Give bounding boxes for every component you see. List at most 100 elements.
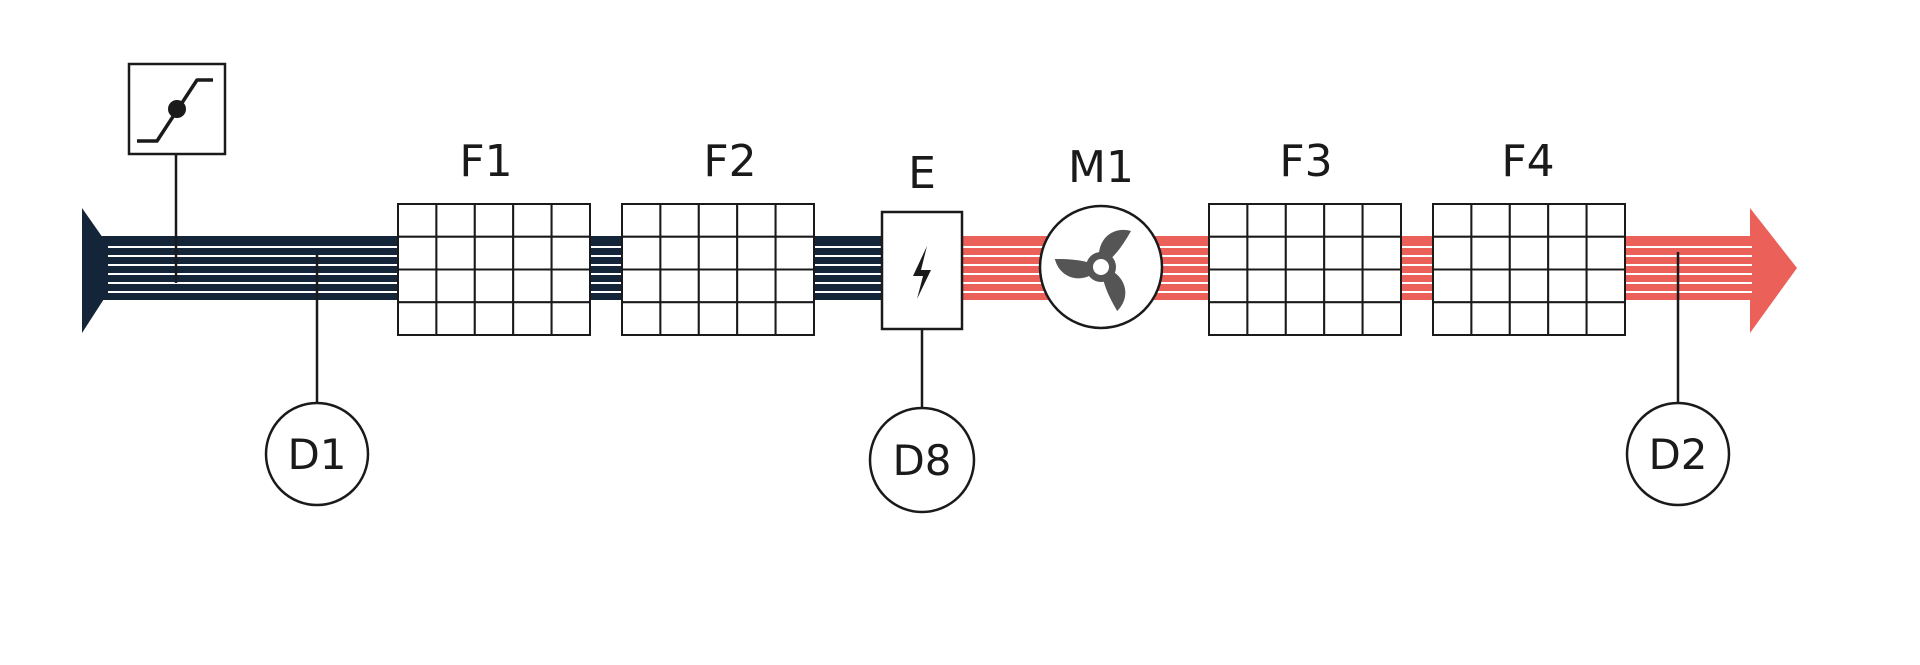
heater-e-box <box>880 210 964 331</box>
sensor-d1-circle <box>264 401 370 507</box>
filter-grid-cell <box>1432 203 1473 238</box>
filter-grid-cell <box>512 301 553 336</box>
filter-grid-cell <box>697 268 739 304</box>
filter-grid-cell <box>736 301 777 336</box>
filter-grid-cell <box>473 203 515 238</box>
sensor-d8-label: D8 <box>892 436 951 485</box>
filter-grid-cell <box>659 301 700 336</box>
filter-grid-cell <box>397 203 438 238</box>
filter-grid-cell <box>1508 268 1550 304</box>
filter-grid-cell <box>1585 268 1626 304</box>
filter-grid-cell <box>550 203 591 238</box>
filter-grid-cell <box>1323 235 1364 271</box>
filter-f1: F1 <box>397 136 591 336</box>
sensor-d8-circle <box>868 406 976 514</box>
filter-grid-cell <box>1547 203 1588 238</box>
filter-f1-label: F1 <box>459 136 512 187</box>
filter-grid-cell <box>435 203 476 238</box>
filter-grid-cell <box>1284 203 1326 238</box>
lightning-icon <box>913 246 931 299</box>
filter-grid-cell <box>1547 268 1588 304</box>
fan-m1: M1 <box>1038 142 1164 330</box>
filter-f2-grid <box>621 203 815 336</box>
sensor-d2: D2 <box>1625 252 1731 507</box>
filter-grid-cell <box>774 203 815 238</box>
filter-grid-cell <box>621 268 662 304</box>
damper-actuator <box>127 62 227 283</box>
filter-grid-cell <box>397 268 438 304</box>
sensor-d2-label: D2 <box>1648 430 1707 479</box>
sensor-d8: D8 <box>868 406 976 514</box>
filter-grid-cell <box>1470 301 1511 336</box>
fan-m1-label: M1 <box>1068 142 1134 193</box>
filter-grid-cell <box>1585 301 1626 336</box>
filter-grid-cell <box>1547 235 1588 271</box>
filter-grid-cell <box>1361 268 1402 304</box>
filter-grid-cell <box>736 268 777 304</box>
filter-grid-cell <box>621 235 662 271</box>
heater-e-label: E <box>908 148 936 199</box>
filter-grid-cell <box>1208 203 1249 238</box>
filter-grid-cell <box>1284 301 1326 336</box>
filter-grid-cell <box>435 268 476 304</box>
filter-grid-cell <box>1470 235 1511 271</box>
filter-grid-cell <box>1246 203 1287 238</box>
filter-grid-cell <box>1361 235 1402 271</box>
filter-f4: F4 <box>1432 136 1626 336</box>
filter-grid-cell <box>1246 301 1287 336</box>
filter-grid-cell <box>1246 235 1287 271</box>
filter-grid-cell <box>1432 235 1473 271</box>
filter-grid-cell <box>697 235 739 271</box>
sensor-d1-label: D1 <box>287 430 346 479</box>
filter-grid-cell <box>435 301 476 336</box>
filter-grid-cell <box>550 301 591 336</box>
filter-grid-cell <box>1361 203 1402 238</box>
filter-grid-cell <box>1547 301 1588 336</box>
filter-grid-cell <box>473 235 515 271</box>
filter-grid-cell <box>1508 235 1550 271</box>
filter-grid-cell <box>659 203 700 238</box>
filter-grid-cell <box>1323 268 1364 304</box>
filter-grid-cell <box>774 268 815 304</box>
filter-grid-cell <box>1508 203 1550 238</box>
filter-grid-cell <box>1470 268 1511 304</box>
filter-grid-cell <box>621 301 662 336</box>
filter-f3-grid <box>1208 203 1402 336</box>
fan-icon <box>1054 229 1131 311</box>
filter-grid-cell <box>774 235 815 271</box>
filter-grid-cell <box>550 235 591 271</box>
filter-grid-cell <box>1585 235 1626 271</box>
filter-grid-cell <box>1208 301 1249 336</box>
filter-grid-cell <box>473 301 515 336</box>
filter-grid-cell <box>1284 235 1326 271</box>
filter-grid-cell <box>736 203 777 238</box>
filter-f4-grid <box>1432 203 1626 336</box>
filter-grid-cell <box>697 203 739 238</box>
filter-grid-cell <box>435 235 476 271</box>
fan-hub-center <box>1093 259 1109 275</box>
filter-grid-cell <box>1470 203 1511 238</box>
filter-grid-cell <box>1585 203 1626 238</box>
filter-grid-cell <box>473 268 515 304</box>
filter-grid-cell <box>659 235 700 271</box>
filter-grid-cell <box>1508 301 1550 336</box>
filter-grid-cell <box>1208 235 1249 271</box>
filter-grid-cell <box>512 235 553 271</box>
filter-grid-cell <box>697 301 739 336</box>
filter-grid-cell <box>512 203 553 238</box>
filter-grid-cell <box>621 203 662 238</box>
outlet-arrow-head <box>1750 208 1797 333</box>
filter-grid-cell <box>550 268 591 304</box>
damper-actuator-dot <box>168 100 186 118</box>
filter-grid-cell <box>512 268 553 304</box>
filter-grid-cell <box>1432 268 1473 304</box>
filter-grid-cell <box>397 301 438 336</box>
filter-grid-cell <box>774 301 815 336</box>
filter-grid-cell <box>1323 203 1364 238</box>
filter-grid-cell <box>1284 268 1326 304</box>
filter-f1-grid <box>397 203 591 336</box>
filter-f3: F3 <box>1208 136 1402 336</box>
filter-grid-cell <box>1246 268 1287 304</box>
filter-f2: F2 <box>621 136 815 336</box>
